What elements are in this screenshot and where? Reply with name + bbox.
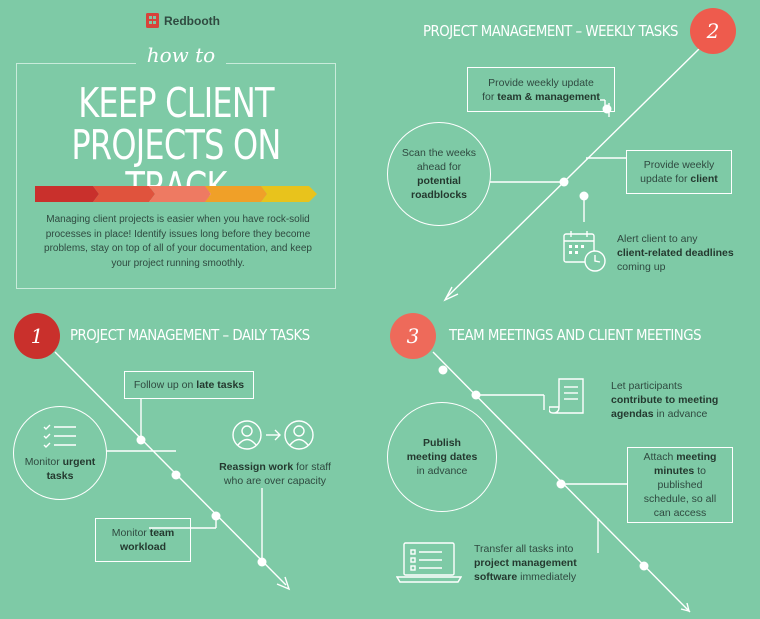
publish-dates-circle: Publish meeting dates in advance bbox=[387, 402, 497, 512]
gradient-arrow-bar bbox=[35, 186, 317, 202]
monitor-urgent-text: Monitor bbox=[24, 456, 63, 468]
monitor-urgent-bold: urgent bbox=[62, 456, 96, 468]
section3-number-badge: 3 bbox=[390, 313, 436, 359]
transfer-text: Transfer all tasks into project manageme… bbox=[474, 542, 614, 584]
attach-text: Attach bbox=[643, 451, 677, 463]
section2-title: PROJECT MANAGEMENT – WEEKLY TASKS bbox=[423, 22, 678, 40]
scan-text: Scan the weeks ahead for bbox=[401, 147, 477, 173]
alert-post: coming up bbox=[617, 261, 666, 273]
brand-logo[interactable]: Redbooth bbox=[146, 13, 220, 28]
section1-number: 1 bbox=[30, 324, 44, 348]
contribute-text: Let participants contribute to meeting a… bbox=[611, 379, 751, 421]
reassign-text: Reassign work for staff who are over cap… bbox=[216, 460, 334, 488]
brand-name: Redbooth bbox=[164, 13, 220, 28]
section3-title: TEAM MEETINGS AND CLIENT MEETINGS bbox=[449, 326, 702, 344]
follow-text: Follow up on bbox=[133, 379, 197, 391]
update-team-post: for bbox=[482, 90, 498, 103]
laptop-icon bbox=[396, 542, 462, 583]
section1-number-badge: 1 bbox=[14, 313, 60, 359]
alert-client-text: Alert client to any client-related deadl… bbox=[617, 232, 737, 274]
workload-bold1: team bbox=[149, 527, 175, 539]
update-team-text: Provide weekly update bbox=[488, 76, 594, 89]
contribute-post: in advance bbox=[653, 408, 708, 420]
update-client-box: Provide weekly update for client bbox=[626, 150, 732, 194]
alert-pre: Alert client to any bbox=[617, 233, 698, 245]
reassign-post: for staff who are over capacity bbox=[223, 461, 331, 487]
update-client-bold: client bbox=[690, 173, 718, 185]
redbooth-logo-icon bbox=[146, 13, 159, 28]
contribute-bold: contribute to meeting agendas bbox=[611, 394, 719, 420]
publish-bold: Publish meeting dates bbox=[406, 437, 478, 463]
arrow-end-icon bbox=[680, 602, 690, 612]
scan-bold: potential roadblocks bbox=[410, 175, 468, 201]
how-to-script: how to bbox=[136, 43, 226, 67]
workload-text: Monitor bbox=[111, 527, 150, 539]
calendar-clock-icon bbox=[563, 231, 606, 272]
section3-number: 3 bbox=[406, 324, 420, 348]
attach-minutes-box: Attach meeting minutes to published sche… bbox=[627, 447, 733, 523]
section2-number-badge: 2 bbox=[690, 8, 736, 54]
attach-bold: meeting minutes bbox=[654, 451, 717, 477]
reassign-users-icon bbox=[232, 420, 314, 450]
update-client-text: Provide weekly update for bbox=[640, 159, 715, 185]
workload-bold2: workload bbox=[119, 541, 167, 553]
agenda-document-icon bbox=[549, 378, 584, 414]
transfer-bold: project management software bbox=[474, 557, 577, 583]
alert-bold: client-related deadlines bbox=[617, 247, 734, 259]
publish-post: in advance bbox=[416, 465, 468, 477]
scan-weeks-circle: Scan the weeks ahead for potential roadb… bbox=[387, 122, 491, 226]
section1-title: PROJECT MANAGEMENT – DAILY TASKS bbox=[70, 326, 310, 344]
attach-post: to published schedule, so all can access bbox=[643, 465, 717, 519]
monitor-urgent-post: tasks bbox=[46, 470, 74, 482]
follow-bold: late tasks bbox=[196, 379, 245, 391]
update-team-box: Provide weekly update for team & managem… bbox=[467, 67, 615, 112]
monitor-urgent-circle: Monitor urgent tasks bbox=[13, 406, 107, 500]
intro-text: Managing client projects is easier when … bbox=[44, 214, 312, 269]
update-team-bold: team & management bbox=[497, 90, 600, 103]
transfer-pre: Transfer all tasks into bbox=[474, 543, 574, 555]
monitor-workload-box: Monitor team workload bbox=[95, 518, 191, 562]
reassign-bold: Reassign work bbox=[219, 461, 294, 473]
section2-number: 2 bbox=[706, 19, 720, 43]
transfer-post: immediately bbox=[517, 571, 577, 583]
checklist-icon bbox=[43, 424, 76, 448]
page-title-line1: KEEP CLIENT bbox=[78, 79, 274, 127]
follow-up-box: Follow up on late tasks bbox=[124, 371, 254, 399]
contribute-pre: Let participants bbox=[611, 380, 683, 392]
